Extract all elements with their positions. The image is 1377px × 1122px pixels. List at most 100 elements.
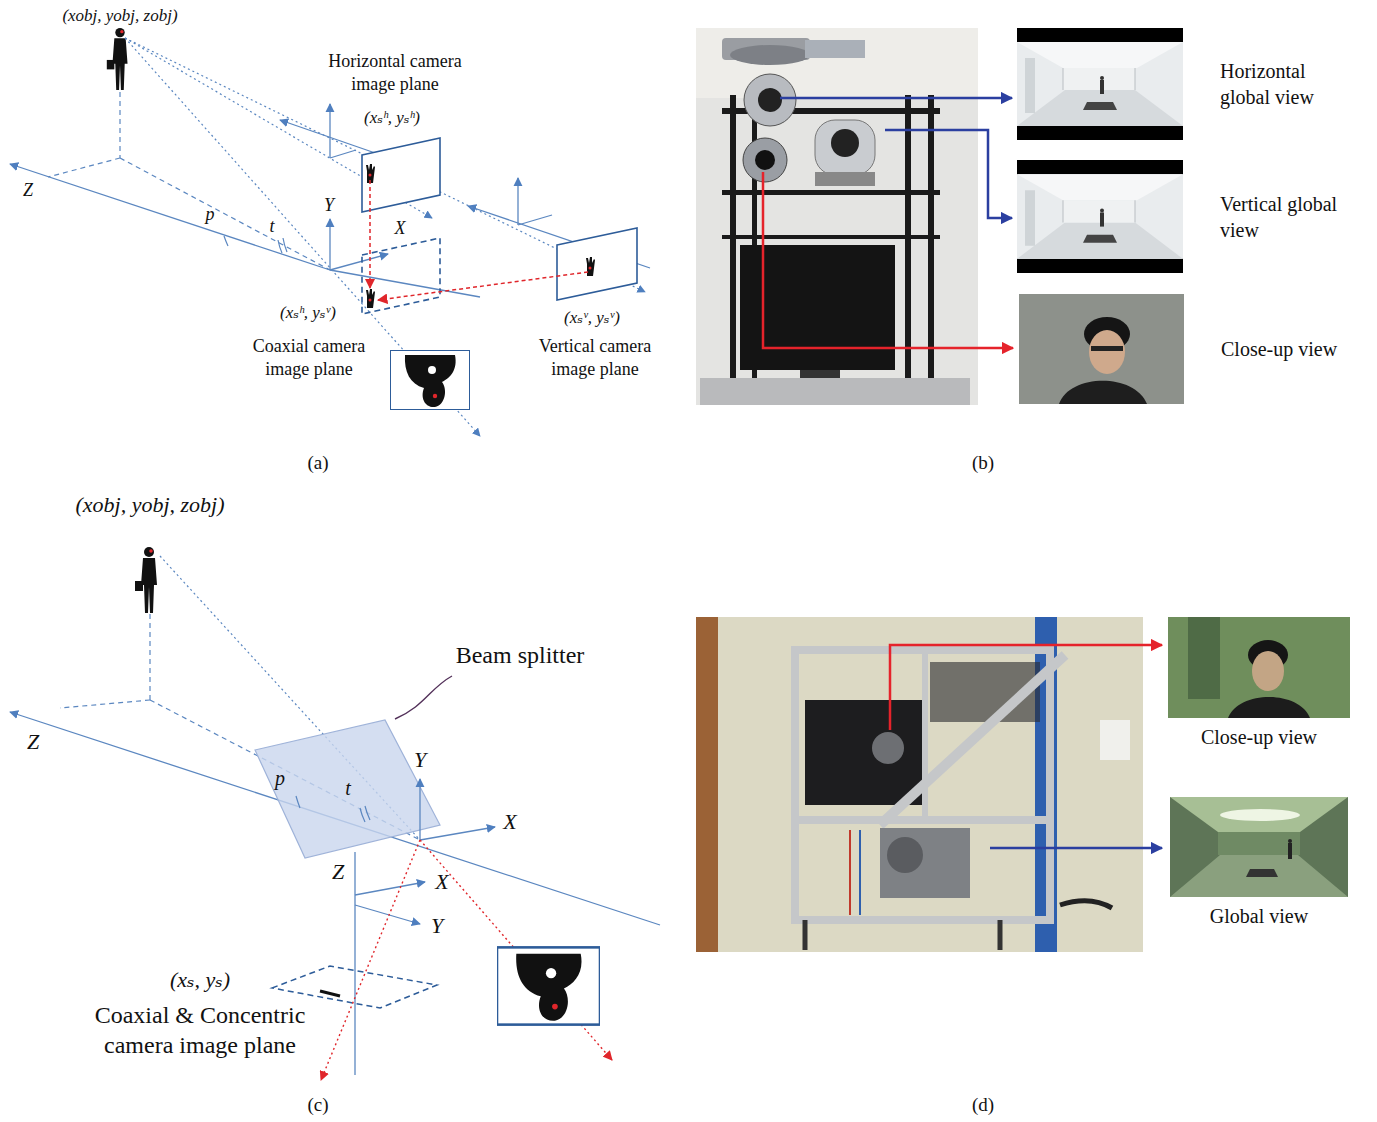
photo-d: [887, 837, 923, 873]
photo-d: [1060, 901, 1112, 908]
closeup-view-image: [1168, 617, 1350, 718]
axis-lines: [355, 905, 420, 924]
part-label: Beam splitter: [456, 640, 585, 670]
axis-label: X: [395, 217, 406, 240]
photo-d: [880, 828, 970, 898]
view-thumbnail: Horizontal global view: [1017, 28, 1183, 140]
photo-d: [859, 830, 861, 915]
plane-label: Coaxial & Concentric camera image plane: [70, 1000, 330, 1060]
photo-b: [758, 88, 782, 112]
coordinate-label: (xₛᵛ, yₛᵛ): [564, 307, 620, 328]
panel-c-figure: [10, 547, 660, 1080]
axis-label: Z: [27, 728, 39, 756]
photo-d: [696, 617, 1143, 952]
angle-arcs: [278, 240, 282, 253]
axis-lines: [355, 779, 495, 1075]
photo-b: [815, 120, 875, 175]
vertical-view-image: [1017, 160, 1183, 273]
image-plane: [272, 966, 437, 1008]
plane-label: Vertical camera image plane: [520, 335, 670, 380]
ground-lines: [119, 92, 120, 158]
photo-b: [800, 370, 840, 378]
panel-letter: (d): [972, 1093, 994, 1117]
coordinate-label: (xₛ, yₛ): [170, 966, 230, 994]
ground-lines: [48, 92, 330, 270]
photo-d: [998, 920, 1003, 950]
view-thumbnail: Global view: [1170, 797, 1348, 897]
photo-b: [831, 129, 859, 157]
coordinate-label: (xobj, yobj, zobj): [62, 5, 177, 26]
image-planes: [362, 138, 637, 314]
silhouette-image: [390, 350, 470, 410]
photo-d: [805, 700, 925, 805]
photo-b: [755, 150, 775, 170]
photo-d: [696, 617, 718, 952]
axis-lines: [10, 712, 660, 925]
angle-arcs: [296, 796, 300, 808]
axis-lines: [10, 104, 650, 297]
plane-label: Horizontal camera image plane: [308, 50, 483, 95]
angle-label: p: [206, 203, 215, 226]
angle-arcs: [365, 806, 370, 820]
plane-label: Coaxial camera image plane: [234, 335, 384, 380]
projection-lines: [125, 38, 480, 436]
photo-b: [722, 235, 940, 239]
view-label: Vertical global view: [1220, 191, 1350, 243]
view-label: Close-up view: [1201, 724, 1317, 750]
person-icon: [135, 547, 157, 613]
axis-lines: [330, 150, 356, 158]
mapping-lines: [370, 180, 588, 300]
photo-d: [1100, 720, 1130, 760]
ground-lines: [60, 700, 150, 708]
view-arrows-b: [763, 172, 1013, 348]
photo-d: [795, 650, 1050, 920]
horizontal-view-image: [1017, 28, 1183, 140]
person-icon: [107, 28, 128, 90]
axis-lines: [330, 254, 388, 270]
mapping-lines: [378, 272, 588, 300]
angle-label: t: [345, 776, 351, 801]
photo-b: [700, 378, 970, 405]
axis-label: Y: [414, 746, 426, 774]
axis-lines: [10, 164, 330, 270]
mapping-lines: [369, 180, 371, 288]
panel-letter: (b): [972, 451, 994, 475]
image-planes: [362, 138, 440, 212]
projection-lines: [125, 38, 645, 436]
panel-a-figure: [10, 28, 650, 436]
silhouette-image: [497, 947, 600, 1024]
photo-b: [722, 190, 940, 195]
axis-label: Z: [332, 858, 344, 886]
panel-letter: (a): [307, 451, 328, 475]
angle-arcs: [283, 238, 287, 252]
ground-lines: [149, 614, 150, 700]
axis-lines: [329, 219, 330, 270]
closeup-view-image: [1019, 294, 1184, 404]
image-planes: [362, 238, 440, 314]
photo-d: [880, 655, 1065, 825]
axis-lines: [420, 827, 495, 840]
coordinate-label: (xₛʰ, yₛᵛ): [280, 302, 336, 323]
view-arrows-d: [890, 645, 1162, 848]
axis-lines: [355, 882, 425, 895]
photo-b: [805, 40, 865, 58]
view-arrows-b: [763, 98, 1013, 348]
angle-arcs: [224, 236, 228, 246]
hand-icon: [366, 289, 375, 308]
leader-line: [395, 676, 452, 719]
view-arrows-d: [990, 847, 1162, 850]
view-arrows-d: [890, 645, 1162, 730]
photo-b: [743, 138, 787, 182]
ray-lines: [420, 840, 612, 1060]
photo-b: [696, 28, 978, 98]
photo-b: [730, 45, 810, 65]
ground-lines: [48, 158, 120, 177]
coordinate-label: (xₛʰ, yₛʰ): [364, 107, 420, 128]
axis-label: X: [435, 868, 448, 896]
axis-lines: [419, 779, 420, 840]
photo-b: [744, 74, 796, 126]
photo-d: [803, 920, 808, 950]
photo-d: [696, 617, 1143, 952]
